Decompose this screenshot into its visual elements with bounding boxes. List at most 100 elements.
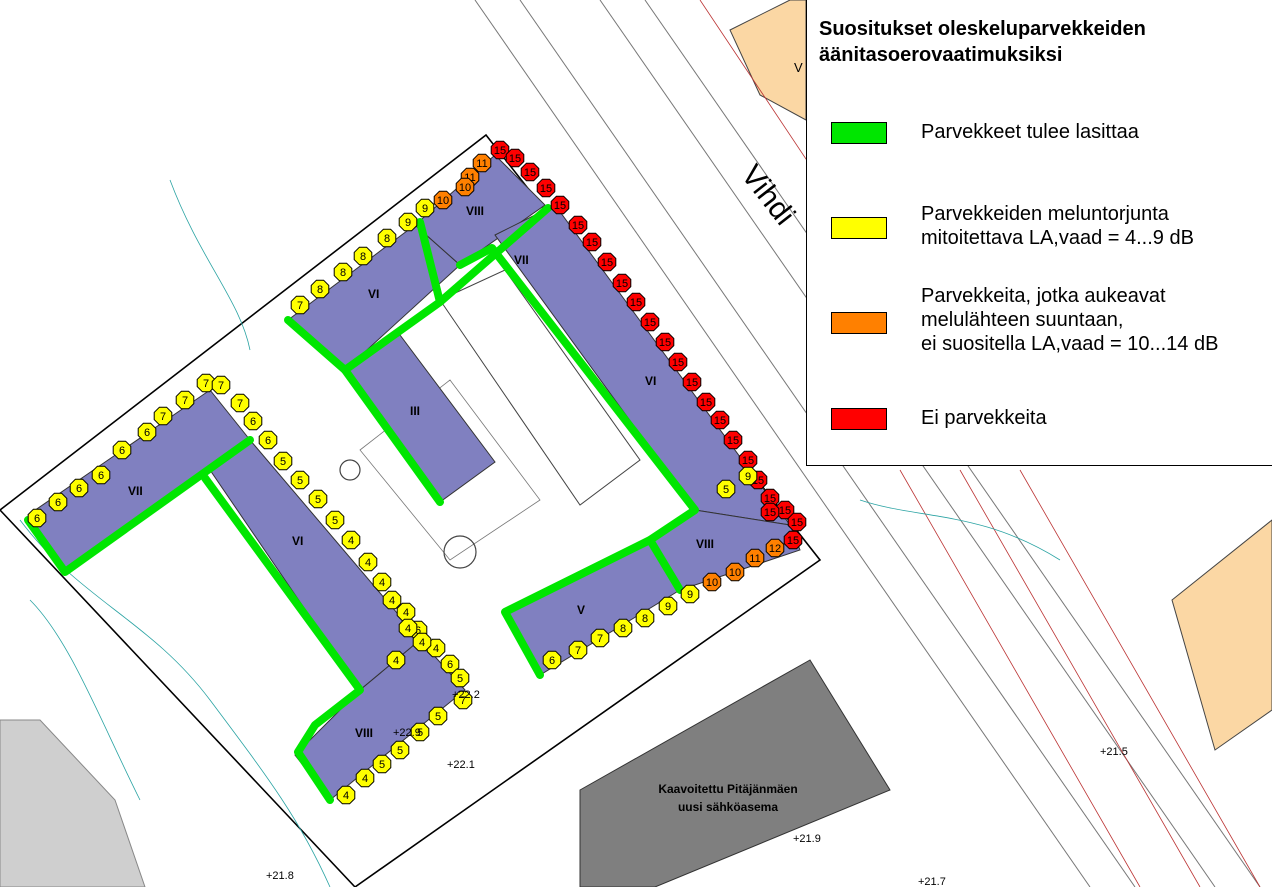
marker-value: 7 xyxy=(297,300,303,312)
elevation-label: +22.1 xyxy=(447,759,475,771)
marker-octagon xyxy=(290,470,310,490)
marker-value: 10 xyxy=(706,577,718,589)
red-parcel-line xyxy=(959,469,1201,887)
noise-level-marker: 15 xyxy=(723,430,743,450)
marker-octagon xyxy=(358,552,378,572)
marker-value: 15 xyxy=(700,397,712,409)
marker-value: 15 xyxy=(791,517,803,529)
noise-level-marker: 9 xyxy=(680,584,700,604)
noise-level-marker: 15 xyxy=(655,332,675,352)
marker-octagon xyxy=(760,502,780,522)
marker-octagon xyxy=(472,153,492,173)
marker-value: 15 xyxy=(764,493,776,505)
noise-level-marker: 15 xyxy=(682,372,702,392)
floor-label: V xyxy=(577,603,585,617)
marker-octagon xyxy=(398,618,418,638)
marker-octagon xyxy=(635,608,655,628)
marker-octagon xyxy=(745,548,765,568)
marker-octagon xyxy=(658,596,678,616)
marker-octagon xyxy=(137,422,157,442)
marker-value: 15 xyxy=(742,455,754,467)
marker-octagon xyxy=(626,292,646,312)
marker-value: 11 xyxy=(476,158,487,170)
marker-octagon xyxy=(415,198,435,218)
marker-value: 15 xyxy=(644,317,656,329)
marker-octagon xyxy=(428,706,448,726)
legend-panel: Suositukset oleskeluparvekkeiden äänitas… xyxy=(806,0,1272,466)
marker-value: 15 xyxy=(586,237,598,249)
marker-octagon xyxy=(273,451,293,471)
noise-level-marker: 6 xyxy=(69,478,89,498)
floor-label: III xyxy=(410,404,420,418)
gray-building-left xyxy=(0,719,146,887)
marker-octagon xyxy=(336,785,356,805)
noise-level-marker: 12 xyxy=(765,538,785,558)
marker-value: 15 xyxy=(554,200,566,212)
noise-level-marker: 8 xyxy=(377,228,397,248)
marker-octagon xyxy=(710,410,730,430)
marker-value: 4 xyxy=(433,643,439,655)
noise-level-marker: 10 xyxy=(725,562,745,582)
marker-octagon xyxy=(433,190,453,210)
green-facade xyxy=(456,244,699,679)
marker-octagon xyxy=(696,392,716,412)
noise-level-marker: 6 xyxy=(91,465,111,485)
marker-value: 6 xyxy=(55,497,61,509)
noise-level-marker: 7 xyxy=(230,393,250,413)
marker-value: 15 xyxy=(686,377,698,389)
noise-level-marker: 6 xyxy=(440,654,460,674)
substation-label: Kaavoitettu Pitäjänmäen xyxy=(658,782,797,796)
marker-value: 15 xyxy=(659,337,671,349)
floor-label: VII xyxy=(128,484,143,498)
marker-octagon xyxy=(308,489,328,509)
marker-value: 7 xyxy=(218,380,224,392)
marker-value: 15 xyxy=(572,220,584,232)
noise-level-marker: 6 xyxy=(112,440,132,460)
marker-value: 11 xyxy=(749,553,760,565)
marker-value: 7 xyxy=(597,633,603,645)
noise-level-marker: 8 xyxy=(613,618,633,638)
marker-value: 15 xyxy=(787,535,799,547)
marker-value: 9 xyxy=(665,601,671,613)
noise-level-marker: 4 xyxy=(398,618,418,638)
legend-swatch-red xyxy=(831,408,887,430)
noise-level-marker: 15 xyxy=(640,312,660,332)
marker-value: 4 xyxy=(393,655,399,667)
marker-value: 8 xyxy=(620,623,626,635)
legend-line: mitoitettava LA,vaad = 4...9 dB xyxy=(921,227,1194,249)
marker-value: 9 xyxy=(687,589,693,601)
legend-line: Parvekkeita, jotka aukeavat xyxy=(921,285,1166,307)
substation-building xyxy=(579,659,891,887)
marker-value: 15 xyxy=(494,145,506,157)
legend-line: Ei parvekkeita xyxy=(921,407,1047,429)
marker-octagon xyxy=(48,492,68,512)
marker-value: 15 xyxy=(672,357,684,369)
elevation-label: +21.9 xyxy=(793,833,821,845)
marker-octagon xyxy=(355,768,375,788)
glazed-facades xyxy=(24,204,699,804)
legend-swatch-orange xyxy=(831,312,887,334)
marker-value: 5 xyxy=(457,673,463,685)
elevation-label: +22.2 xyxy=(452,689,480,701)
marker-octagon xyxy=(353,246,373,266)
floor-label: VIII xyxy=(696,537,714,551)
marker-value: 15 xyxy=(601,257,613,269)
noise-level-marker: 5 xyxy=(290,470,310,490)
cyan-contour xyxy=(169,179,251,351)
marker-octagon xyxy=(112,440,132,460)
noise-level-marker: 15 xyxy=(760,502,780,522)
legend-line: melulähteen suuntaan, xyxy=(921,309,1124,331)
marker-value: 15 xyxy=(764,507,776,519)
marker-value: 15 xyxy=(714,415,726,427)
floor-label: VIII xyxy=(355,726,373,740)
floor-label: VI xyxy=(645,374,656,388)
noise-level-marker: 15 xyxy=(612,273,632,293)
roundabout-circle xyxy=(339,459,361,481)
marker-octagon xyxy=(455,177,475,197)
marker-octagon xyxy=(490,140,510,160)
marker-octagon xyxy=(153,406,173,426)
green-facade xyxy=(341,366,444,506)
marker-value: 5 xyxy=(417,727,423,739)
elevation-label: +21.7 xyxy=(918,876,946,887)
noise-level-marker: 5 xyxy=(410,722,430,742)
